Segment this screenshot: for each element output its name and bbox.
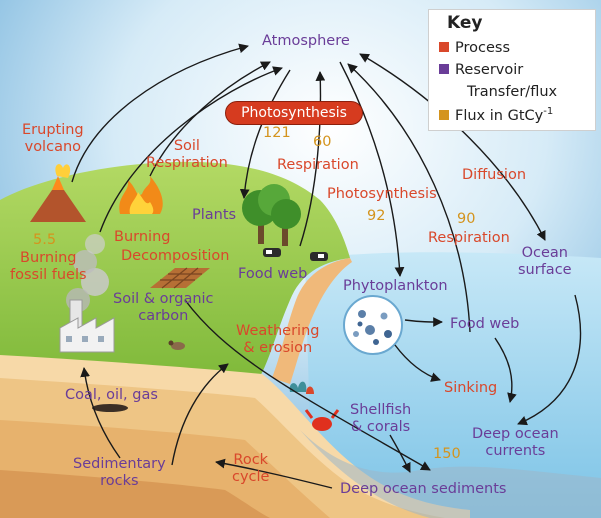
sea-floor <box>300 430 601 518</box>
key-item-flux: Flux in GtCy-1 <box>439 106 553 124</box>
bird-icon <box>168 340 185 350</box>
flux-respiration-land: 60 <box>313 134 332 150</box>
arrow-rocks-to-fossil-fuels <box>80 367 121 459</box>
arrow-phytoplankton-sinking <box>394 344 441 382</box>
rock-layer-deep <box>0 470 270 518</box>
respiration-ocean-label: Respiration <box>428 230 510 246</box>
crab-icon <box>304 409 340 431</box>
key-item-transfer: Transfer/flux <box>467 84 557 100</box>
phytoplankton-label: Phytoplankton <box>343 278 448 294</box>
process-swatch-icon <box>439 42 449 52</box>
key-item-process: Process <box>439 40 510 56</box>
arrow-fire-to-atmosphere <box>149 61 271 177</box>
flux-respiration-ocean: 90 <box>457 211 476 227</box>
burning-label: Burning <box>114 229 171 245</box>
key-item-superscript: -1 <box>543 106 554 117</box>
diffusion-label: Diffusion <box>462 167 527 183</box>
flux-fossil-fuels: 5.5 <box>33 232 57 248</box>
arrow-atmosphere-ocean-diffusion <box>359 53 546 241</box>
arrow-rocks-to-weathering <box>171 363 229 466</box>
key-item-label: Flux in GtCy <box>455 107 544 124</box>
respiration-land-label: Respiration <box>277 157 359 173</box>
arrow-soil-to-deep-sediments <box>184 299 431 471</box>
arrow-shellfish-to-sediments <box>389 434 411 473</box>
coral-icon <box>289 381 314 394</box>
flux-photosynthesis-land: 121 <box>263 125 291 141</box>
deep-ocean-sediments-label: Deep ocean sediments <box>340 481 507 497</box>
photosynthesis-land-label: Photosynthesis <box>225 101 363 125</box>
arrow-phytoplankton-to-food-web <box>404 317 443 327</box>
arrow-food-web-to-atmosphere <box>299 71 326 247</box>
shellfish-corals-label: Shellfish& corals <box>350 402 412 435</box>
arrow-fossil-fuels-to-atmosphere <box>99 66 283 233</box>
coal-deposit-icon <box>92 404 128 412</box>
factory-icon <box>59 299 115 353</box>
flux-ocean-sediments: 150 <box>433 446 461 462</box>
key-item-label: Process <box>455 40 511 56</box>
flux-photosynthesis-ocean: 92 <box>367 208 386 224</box>
reservoir-swatch-icon <box>439 64 449 74</box>
sinking-label: Sinking <box>444 380 498 396</box>
soil-plot-icon <box>150 267 210 289</box>
arrow-food-web-to-deep-currents <box>494 337 517 403</box>
food-web-land-label: Food web <box>238 266 308 282</box>
key-title: Key <box>447 13 483 33</box>
flux-swatch-icon <box>439 109 449 120</box>
key-item-label: Transfer/flux <box>467 84 558 100</box>
beach <box>272 258 352 384</box>
legend-key: Key Process Reservoir Transfer/flux Flux… <box>428 9 596 131</box>
atmosphere-label: Atmosphere <box>262 33 350 49</box>
arrow-rock-cycle <box>215 458 333 489</box>
food-web-ocean-label: Food web <box>450 316 520 332</box>
arrow-atmosphere-to-plants <box>239 69 291 199</box>
cows-icon <box>263 248 328 261</box>
key-item-label: Reservoir <box>455 62 524 78</box>
volcano-icon <box>30 164 86 222</box>
key-item-reservoir: Reservoir <box>439 62 523 78</box>
fire-icon <box>119 176 163 214</box>
plants-label: Plants <box>192 207 237 223</box>
trees-icon <box>242 184 301 246</box>
phytoplankton-icon <box>343 295 403 355</box>
arrow-volcano-to-atmosphere <box>71 43 249 183</box>
coal-oil-gas-label: Coal, oil, gas <box>65 387 158 403</box>
decomposition-label: Decomposition <box>121 248 230 264</box>
photosynthesis-ocean-label: Photosynthesis <box>327 186 437 202</box>
weathering-erosion-label: Weathering& erosion <box>236 323 320 356</box>
arrow-ocean-surface-to-deep-currents <box>517 294 582 426</box>
